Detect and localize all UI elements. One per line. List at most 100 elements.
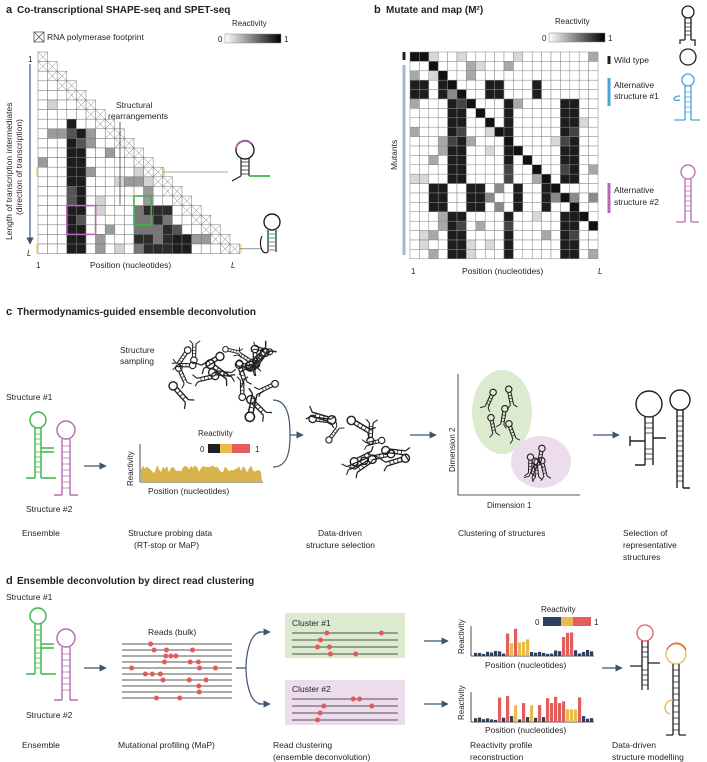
cluster-mutation-dot: [318, 637, 324, 643]
cluster-mutation-dot: [357, 696, 363, 702]
heatmap-cell: [37, 166, 48, 178]
heatmap-cell: [47, 99, 58, 110]
profile-bar: [582, 651, 586, 656]
m2-cell: [531, 70, 542, 81]
m2-cell: [531, 155, 542, 166]
m2-cell: [447, 202, 458, 213]
heatmap-cell: [104, 147, 116, 158]
panel-c-structure1-icon: [26, 411, 56, 479]
m2-cell: [550, 70, 561, 81]
heatmap-cell: [66, 147, 77, 158]
m2-cell: [578, 117, 589, 128]
heatmap-cell: [143, 224, 154, 235]
m2-cell: [419, 220, 430, 231]
footprint-cross: [201, 215, 211, 225]
m2-cell: [522, 117, 533, 128]
m2-cell: [456, 70, 467, 81]
m2-cell: [531, 183, 542, 194]
m2-cell: [494, 211, 505, 222]
profile-bar: [562, 701, 566, 722]
panel-a-y-axis-line2: (direction of transcription): [14, 119, 24, 215]
footprint-cross: [114, 128, 125, 139]
m2-cell: [409, 70, 420, 81]
m2-cell: [560, 211, 571, 222]
m2-cell: [419, 79, 430, 90]
m2-cell: [513, 61, 524, 72]
m2-cell: [419, 202, 430, 213]
heatmap-cell: [143, 186, 154, 197]
m2-cell: [503, 89, 514, 100]
m2-cell: [513, 239, 524, 250]
cluster-1-label: Cluster #1: [292, 618, 331, 628]
m2-cell: [560, 136, 571, 147]
m2-cell: [447, 192, 458, 203]
m2-cell: [428, 70, 439, 81]
m2-cell: [531, 89, 542, 100]
m2-cell: [419, 61, 430, 72]
m2-cell: [522, 249, 533, 260]
wild-type-label: Wild type: [614, 55, 649, 65]
profile-bar: [574, 650, 578, 656]
m2-cell: [456, 230, 467, 241]
profile-bar: [494, 719, 498, 722]
heatmap-cell: [143, 243, 154, 254]
m2-cell: [531, 117, 542, 128]
heatmap-cell: [191, 224, 202, 235]
m2-cell: [503, 249, 514, 260]
m2-cell: [550, 89, 561, 100]
m2-cell: [428, 51, 439, 62]
sampled-structure-glyph: [236, 376, 249, 402]
m2-cell: [522, 126, 533, 137]
m2-cell: [484, 155, 495, 166]
m2-cell: [494, 239, 505, 250]
m2-cell: [541, 220, 552, 231]
heatmap-cell: [133, 166, 144, 178]
m2-cell: [513, 89, 524, 100]
m2-cell: [437, 164, 448, 175]
m2-cell: [484, 117, 495, 128]
footprint-cross: [66, 80, 77, 91]
m2-cell: [550, 108, 561, 119]
m2-cell: [409, 145, 420, 156]
m2-cell: [578, 192, 589, 203]
heatmap-cell: [85, 243, 96, 254]
representative-structure-icon: [629, 389, 691, 489]
profile-bar: [578, 653, 582, 656]
heatmap-cell: [124, 214, 135, 226]
panel-b-scale-min: 0: [542, 34, 547, 43]
footprint-cross: [105, 119, 115, 129]
m2-cell: [447, 61, 458, 72]
heatmap-cell: [37, 224, 48, 235]
heatmap-cell: [95, 186, 106, 197]
heatmap-cell: [95, 195, 106, 206]
m2-cell: [447, 230, 458, 241]
m2-cell: [484, 51, 495, 62]
m2-cell: [588, 155, 599, 166]
bulk-reads: [122, 641, 232, 701]
m2-cell: [588, 145, 599, 156]
heatmap-cell: [152, 214, 164, 226]
m2-cell: [484, 79, 495, 90]
m2-cell: [466, 192, 477, 203]
m2-cell: [419, 117, 430, 128]
m2-cell: [560, 230, 571, 241]
m2-cell: [531, 145, 542, 156]
m2-cell: [503, 117, 514, 128]
profile-bar: [590, 718, 594, 722]
m2-cell: [447, 51, 458, 62]
m2-cell: [578, 145, 589, 156]
m2-cell: [513, 230, 524, 241]
sampling-label-line2: sampling: [120, 356, 154, 366]
m2-cell: [541, 249, 552, 260]
panel-c-scale-black: [208, 444, 220, 453]
m2-cell: [503, 192, 514, 203]
footprint-cross: [172, 195, 183, 206]
panel-d-step-2-line1: Mutational profiling (MaP): [118, 740, 215, 750]
profile-bar: [522, 641, 526, 656]
m2-cell: [531, 164, 542, 175]
m2-cell: [560, 249, 571, 260]
m2-cell: [409, 192, 420, 203]
heatmap-cell: [152, 243, 164, 254]
panel-c-step-3-line1: Data-driven: [318, 528, 362, 538]
m2-cell: [560, 108, 571, 119]
